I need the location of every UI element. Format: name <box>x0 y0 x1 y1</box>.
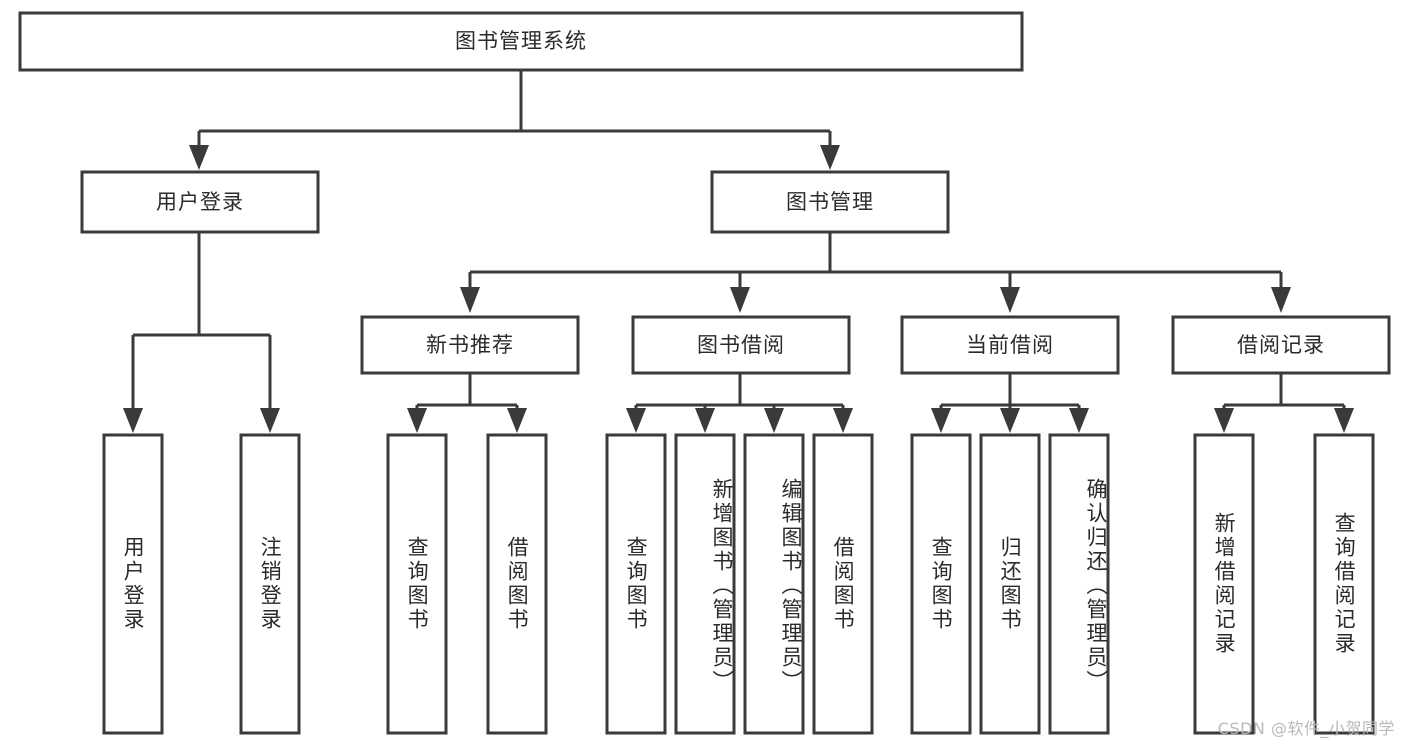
leaf-add-record-box[interactable] <box>1193 433 1255 735</box>
arrowhead-leaf-borrow-book-2 <box>833 408 853 433</box>
leaf-add-book-box[interactable] <box>674 433 736 735</box>
leaf-borrow-book-2-box[interactable] <box>812 433 874 735</box>
arrowhead-borrow-record <box>1271 287 1291 313</box>
arrowhead-book-management <box>820 145 840 170</box>
leaf-query-record-box[interactable] <box>1313 433 1375 735</box>
arrowhead-leaf-return-book <box>1000 408 1020 433</box>
node-root-box[interactable] <box>18 11 1024 72</box>
arrowhead-leaf-add-record <box>1214 408 1234 433</box>
arrowhead-leaf-borrow-book-1 <box>507 408 527 433</box>
node-user-login-box[interactable] <box>80 170 320 234</box>
leaf-return-book-box[interactable] <box>979 433 1041 735</box>
leaf-confirm-return-box[interactable] <box>1048 433 1110 735</box>
arrowhead-leaf-user-logout <box>260 408 280 433</box>
leaf-user-login-box[interactable] <box>102 433 164 735</box>
arrowhead-leaf-query-record <box>1334 408 1354 433</box>
csdn-watermark: CSDN @软件_小贺同学 <box>1217 719 1395 738</box>
node-book-borrow-box[interactable] <box>631 315 851 375</box>
leaf-query-book-2-box[interactable] <box>605 433 667 735</box>
node-current-borrow-box[interactable] <box>900 315 1120 375</box>
leaf-query-book-3-box[interactable] <box>910 433 972 735</box>
node-borrow-record-box[interactable] <box>1171 315 1391 375</box>
leaf-borrow-book-1-box[interactable] <box>486 433 548 735</box>
arrowhead-leaf-confirm-return <box>1069 408 1089 433</box>
arrowhead-current-borrow <box>1000 287 1020 313</box>
arrowhead-book-borrow <box>730 287 750 313</box>
leaf-edit-book-box[interactable] <box>743 433 805 735</box>
leaf-user-logout-box[interactable] <box>239 433 301 735</box>
node-book-management-box[interactable] <box>710 170 950 234</box>
arrowhead-leaf-user-login <box>123 408 143 433</box>
arrowhead-leaf-query-book-3 <box>931 408 951 433</box>
leaf-query-book-1-box[interactable] <box>386 433 448 735</box>
arrowhead-leaf-add-book <box>695 408 715 433</box>
arrowhead-new-book-recommend <box>460 287 480 313</box>
arrowhead-leaf-query-book-2 <box>626 408 646 433</box>
arrowhead-leaf-query-book-1 <box>407 408 427 433</box>
node-new-book-recommend-box[interactable] <box>360 315 580 375</box>
arrowhead-user-login <box>189 145 209 170</box>
arrowhead-leaf-edit-book <box>764 408 784 433</box>
